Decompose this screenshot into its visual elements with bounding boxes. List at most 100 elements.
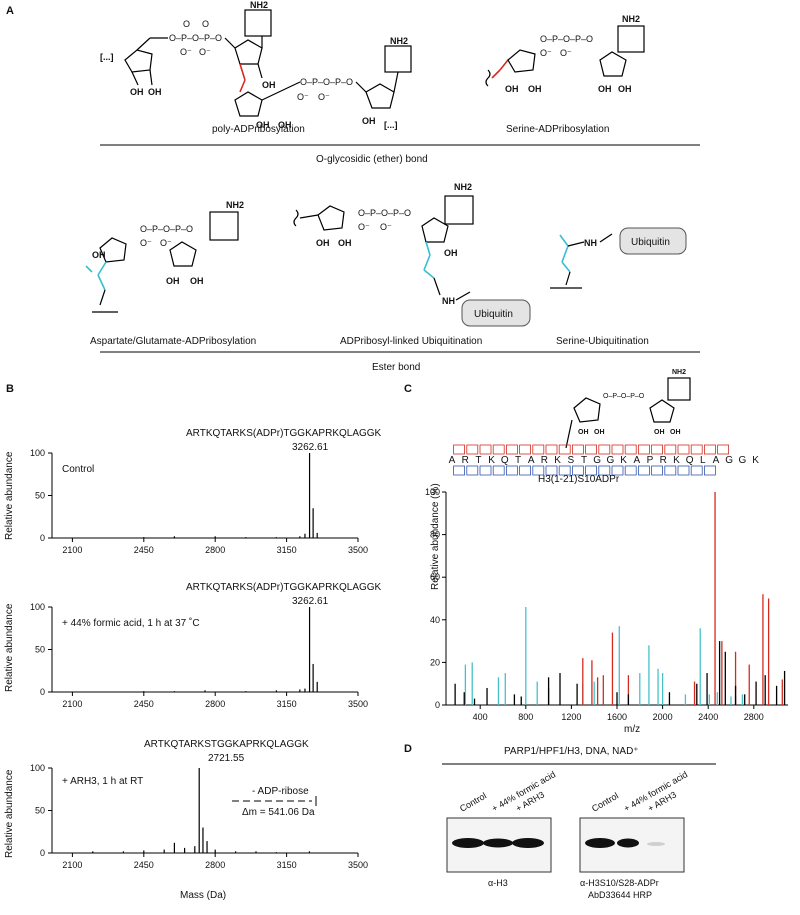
c-ion-box (479, 465, 492, 476)
oh-label: OH (256, 120, 270, 130)
blot1-label: α-H3 (488, 878, 508, 888)
sequence-residue: R (541, 455, 548, 466)
blot-band (483, 838, 513, 848)
adenine-ring (384, 45, 412, 73)
sequence-residue: K (673, 455, 680, 466)
oh-label: OH (148, 87, 162, 97)
z-ion-box (664, 444, 677, 455)
panel-letter-a: A (6, 5, 14, 17)
z-ion-box (624, 444, 637, 455)
ubiquitin-box (461, 299, 531, 327)
x-tick-label: 1600 (607, 712, 627, 722)
ester-bond-label: Ester bond (372, 362, 420, 373)
oh-label: OH (670, 429, 681, 436)
ether-bond-label: O-glycosidic (ether) bond (316, 154, 428, 165)
o-minus: O⁻ (140, 238, 152, 248)
oh-label: OH (262, 80, 276, 90)
svg-text:O–P–O–P–O: O–P–O–P–O (603, 393, 645, 400)
svg-text:O–P–O–P–O: O–P–O–P–O (169, 33, 222, 43)
ubiquitin-text: Ubiquitin (631, 237, 670, 248)
ribose-ring (365, 83, 395, 109)
c-ion-box (558, 465, 571, 476)
blot-h3 (446, 817, 552, 873)
x-axis-label: m/z (624, 724, 640, 735)
z-ion-box (704, 444, 716, 455)
linked-ubq-structure: OH OH O–P–O–P–O O⁻ O⁻ NH2 OH NH Ubiquiti… (293, 182, 531, 327)
y-tick-label: 0 (40, 533, 45, 543)
y-tick-label: 100 (30, 448, 45, 458)
condition-label: + 44% formic acid, 1 h at 37 ˚C (62, 617, 200, 629)
x-tick-label: 2800 (205, 545, 225, 555)
x-tick-label: 2450 (134, 699, 154, 709)
o-minus: O⁻ (358, 222, 370, 232)
x-tick-label: 2450 (134, 860, 154, 870)
oh-label: OH (362, 116, 376, 126)
o-minus: O⁻ (540, 48, 552, 58)
adenine-ring (209, 211, 239, 241)
y-tick-label: 20 (430, 657, 440, 667)
peptide-label: ARTKQTARKS(ADPr)TGGKAPRKQLAGGK (186, 428, 382, 439)
x-tick-label: 2800 (205, 699, 225, 709)
x-tick-label: 800 (518, 712, 533, 722)
ribose-ring (573, 397, 601, 423)
condition-label: Control (62, 464, 94, 475)
sequence-residue: K (488, 455, 495, 466)
ribose-ring (649, 399, 675, 423)
ribose-ring (421, 217, 449, 243)
sequence-residue: K (554, 455, 561, 466)
ribose-ring (169, 241, 197, 267)
sequence-residue: R (462, 455, 469, 466)
serine-ubq-label: Serine-Ubiquitination (556, 336, 649, 347)
nh2-label: NH2 (226, 200, 244, 210)
blot2-label-line2: AbD33644 HRP (588, 890, 652, 900)
condition-label: + ARH3, 1 h at RT (62, 776, 143, 787)
x-tick-label: 2100 (62, 860, 82, 870)
y-tick-label: 0 (435, 700, 440, 710)
svg-text:O: O (202, 19, 209, 29)
nh2-label: NH2 (622, 14, 640, 24)
panel-letter-c: C (404, 383, 412, 395)
ribose-ring (599, 51, 627, 77)
x-tick-label: 2400 (698, 712, 718, 722)
o-minus: O⁻ (297, 92, 309, 102)
spectrum-formic-acid: ARTKQTARKS(ADPr)TGGKAPRKQLAGGK 3262.61 +… (4, 582, 382, 709)
sequence-residue: R (660, 455, 667, 466)
z-ion-box (479, 444, 492, 455)
peak-mass-label: 3262.61 (292, 596, 329, 607)
adenine-ring (444, 195, 474, 225)
z-ion-box (505, 444, 518, 455)
y-tick-label: 100 (425, 487, 440, 497)
y-axis-label: Relative abundance (4, 451, 15, 540)
serine-ubq-structure: NH Ubiquitin (550, 227, 687, 289)
z-ion-box (651, 444, 663, 455)
oh-label: OH (594, 429, 605, 436)
y-tick-label: 80 (430, 530, 440, 540)
c-ion-box (466, 465, 479, 476)
sequence-residue: T (475, 455, 481, 466)
peptide-label: ARTKQTARKS(ADPr)TGGKAPRKQLAGGK (186, 582, 382, 593)
blot-band-faint (647, 842, 665, 846)
ubiquitin-text: Ubiquitin (474, 309, 513, 320)
sequence-residue: A (528, 455, 535, 466)
adenine-ring (667, 377, 691, 401)
z-ion-box (545, 444, 558, 455)
x-tick-label: 3150 (277, 699, 297, 709)
c-ion-box (572, 465, 584, 476)
o-minus: O⁻ (160, 238, 172, 248)
z-ion-box (558, 444, 571, 455)
y-tick-label: 100 (30, 763, 45, 773)
asp-adpr-label: Aspartate/Glutamate-ADPribosylation (90, 336, 256, 347)
spectrum-arh3: ARTKQTARKSTGGKAPRKQLAGGK 2721.55 + ARH3,… (4, 739, 368, 870)
poly-adpr-label: poly-ADPribosylation (212, 124, 305, 135)
sequence-residue: Q (501, 455, 509, 466)
sequence-residue: Q (686, 455, 694, 466)
x-tick-label: 2450 (134, 545, 154, 555)
x-tick-label: 2800 (205, 860, 225, 870)
svg-text:O–P–O–P–O: O–P–O–P–O (140, 224, 193, 234)
y-tick-label: 0 (40, 848, 45, 858)
ellipsis-left: [...] (100, 52, 114, 62)
lane-labels-blot1: Control + 44% formic acid + ARH3 (458, 769, 557, 814)
